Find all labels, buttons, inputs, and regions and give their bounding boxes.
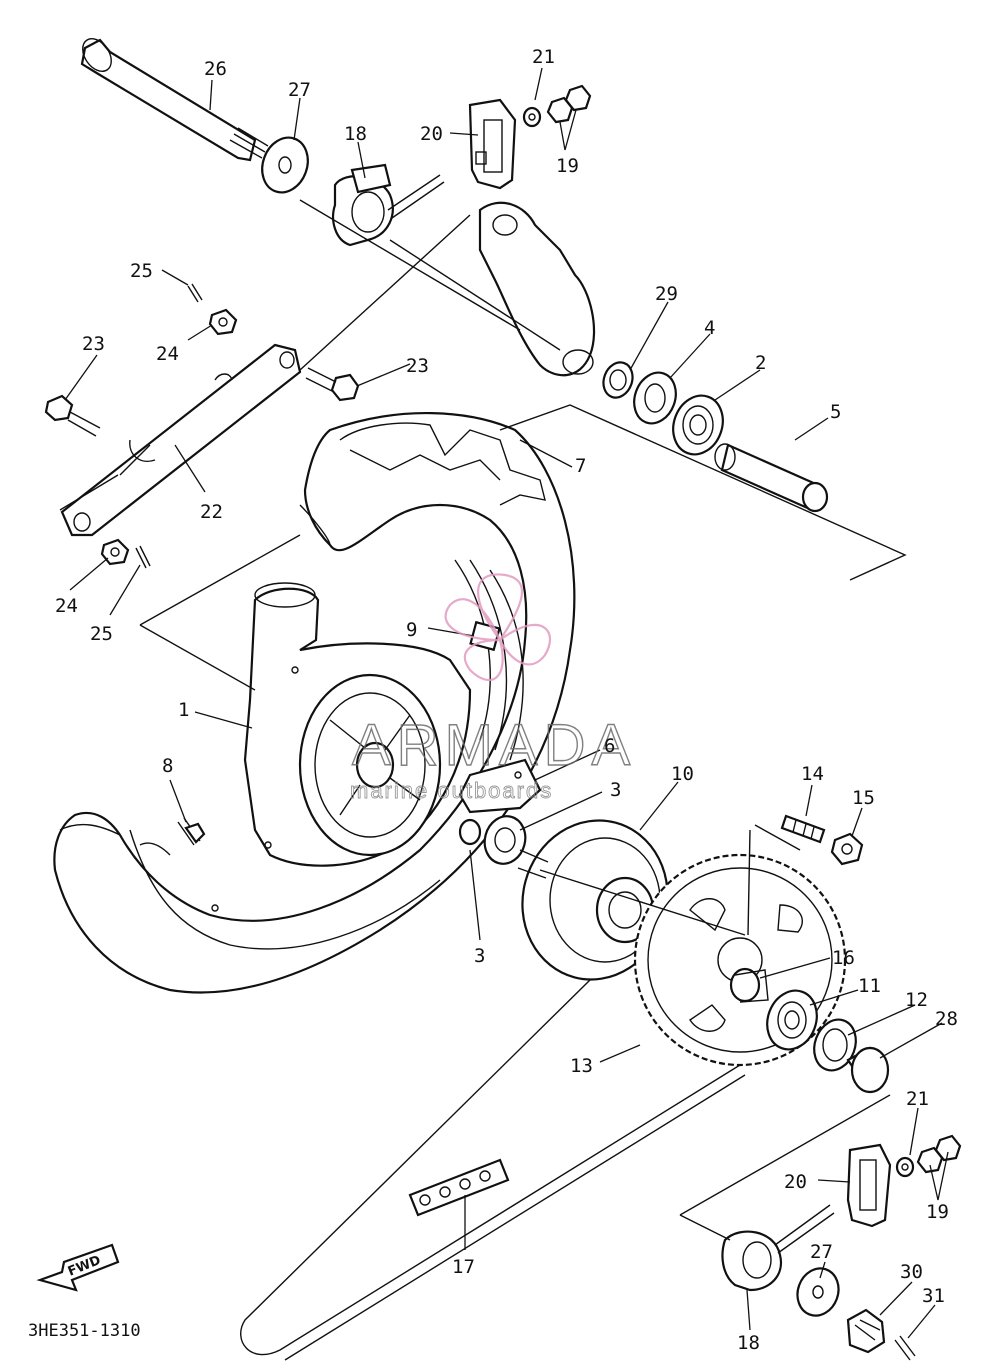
watermark-tagline: marine outboards [350, 778, 553, 803]
callout-6[interactable]: 6 [604, 735, 615, 757]
callout-20-bottom[interactable]: 20 [784, 1171, 807, 1193]
armada-watermark: ARMADA marine outboards [350, 573, 636, 803]
callout-30[interactable]: 30 [900, 1261, 923, 1283]
bearing-part-3-lower[interactable] [458, 818, 482, 846]
callout-27-top[interactable]: 27 [288, 79, 311, 101]
callout-25-bottom[interactable]: 25 [90, 623, 113, 645]
stud-bolt-part-14[interactable] [780, 814, 826, 844]
callout-28[interactable]: 28 [935, 1008, 958, 1030]
cotter-pin-part-31[interactable] [894, 1335, 916, 1361]
callout-24-bottom[interactable]: 24 [55, 595, 78, 617]
callout-16[interactable]: 16 [832, 947, 855, 969]
assembly-reference-lines [59, 199, 907, 1241]
nut-part-15[interactable] [830, 832, 864, 866]
callout-7[interactable]: 7 [575, 455, 586, 477]
chain-guide-part-20-bottom[interactable] [846, 1143, 892, 1228]
flower-logo-icon [444, 573, 551, 681]
collar-part-28[interactable] [846, 1046, 890, 1094]
bolt-part-23-right[interactable] [305, 367, 360, 402]
callout-13[interactable]: 13 [570, 1055, 593, 1077]
callout-1[interactable]: 1 [178, 699, 189, 721]
collar-part-29[interactable] [599, 358, 638, 401]
callout-leader-lines [64, 67, 949, 1339]
oil-seal-part-12[interactable] [807, 1014, 862, 1077]
collar-part-6[interactable] [458, 758, 542, 814]
bolt-part-23-left[interactable] [44, 394, 101, 437]
callout-19-top[interactable]: 19 [556, 155, 579, 177]
callout-25-top[interactable]: 25 [130, 260, 153, 282]
callout-31[interactable]: 31 [922, 1285, 945, 1307]
callout-17[interactable]: 17 [452, 1256, 475, 1278]
callout-24-top[interactable]: 24 [156, 343, 179, 365]
callout-4[interactable]: 4 [704, 317, 715, 339]
washer-part-21-top[interactable] [522, 106, 542, 128]
cotter-pin-part-25-bottom[interactable] [135, 545, 151, 569]
wheel-axle-part-26[interactable] [77, 33, 269, 162]
callout-20-top[interactable]: 20 [420, 123, 443, 145]
cotter-pin-part-25-top[interactable] [187, 283, 203, 303]
callout-19-bottom[interactable]: 19 [926, 1201, 949, 1223]
wheel-hub-part-1[interactable] [211, 582, 472, 912]
callout-22[interactable]: 22 [200, 501, 223, 523]
nut-part-19-bottom[interactable] [916, 1134, 962, 1174]
sprocket-part-13[interactable] [633, 853, 847, 1067]
nut-part-19-top[interactable] [546, 84, 592, 124]
callout-21-bottom[interactable]: 21 [906, 1088, 929, 1110]
tire-part-7[interactable] [53, 412, 576, 994]
castle-nut-part-30[interactable] [846, 1308, 886, 1354]
brake-caliper-bracket[interactable] [478, 201, 596, 377]
callout-23-left[interactable]: 23 [82, 333, 105, 355]
callout-3-lower[interactable]: 3 [474, 945, 485, 967]
oil-seal-part-4[interactable] [627, 367, 682, 430]
chain-guide-part-20-top[interactable] [468, 98, 517, 190]
fwd-arrow-icon: FWD [36, 1243, 120, 1292]
callout-26[interactable]: 26 [204, 58, 227, 80]
drawing-code: 3HE351-1310 [28, 1321, 141, 1341]
callout-21-top[interactable]: 21 [532, 46, 555, 68]
bearing-part-3-upper[interactable] [479, 812, 530, 869]
chain-puller-part-18-top[interactable] [332, 163, 445, 247]
spacer-part-5[interactable] [714, 443, 829, 513]
callout-2[interactable]: 2 [755, 352, 766, 374]
bearing-part-11[interactable] [759, 984, 825, 1057]
washer-part-27-top[interactable] [255, 131, 315, 199]
collar-part-16[interactable] [729, 967, 769, 1003]
nut-part-24-top[interactable] [208, 308, 238, 336]
valve-part-8[interactable] [177, 817, 206, 846]
watermark-brand: ARMADA [352, 713, 636, 778]
washer-part-27-bottom[interactable] [791, 1263, 845, 1322]
bearing-part-2[interactable] [665, 389, 731, 462]
callout-23-right[interactable]: 23 [406, 355, 429, 377]
callout-5[interactable]: 5 [830, 401, 841, 423]
drive-chain-part-17[interactable] [240, 979, 746, 1361]
callout-11[interactable]: 11 [858, 975, 881, 997]
callout-18-top[interactable]: 18 [344, 123, 367, 145]
callout-15[interactable]: 15 [852, 787, 875, 809]
washer-part-21-bottom[interactable] [895, 1156, 915, 1178]
callout-27-bottom[interactable]: 27 [810, 1241, 833, 1263]
chain-puller-part-18-bottom[interactable] [721, 1204, 835, 1292]
callout-10[interactable]: 10 [671, 763, 694, 785]
nut-part-24-bottom[interactable] [100, 538, 130, 566]
callout-14[interactable]: 14 [801, 763, 824, 785]
callout-labels: 1 2 3 3 4 5 6 7 8 9 10 11 12 13 14 15 16… [55, 46, 958, 1354]
callout-3-upper[interactable]: 3 [610, 779, 621, 801]
callout-18-bottom[interactable]: 18 [737, 1332, 760, 1354]
torque-arm-part-22[interactable] [60, 343, 302, 537]
callout-8[interactable]: 8 [162, 755, 173, 777]
callout-9[interactable]: 9 [406, 619, 417, 641]
callout-12[interactable]: 12 [905, 989, 928, 1011]
callout-29[interactable]: 29 [655, 283, 678, 305]
